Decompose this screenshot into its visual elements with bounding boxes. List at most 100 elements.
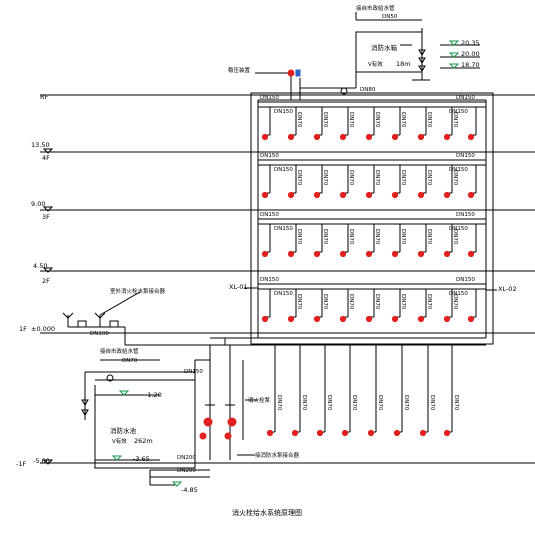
basement-hydrant bbox=[316, 429, 324, 437]
drop-pipe-label: DN70 bbox=[296, 112, 302, 128]
fire-hydrant bbox=[391, 315, 399, 323]
fire-hydrant bbox=[339, 250, 347, 258]
roof-level-2: 20.00 bbox=[461, 50, 480, 58]
main-pipe-label: DN150 bbox=[456, 212, 475, 218]
drop-pipe-label: DN70 bbox=[400, 170, 406, 186]
drop-pipe-label: DN70 bbox=[322, 294, 328, 310]
drop-pipe-label: DN70 bbox=[452, 112, 458, 128]
fire-pump-4 bbox=[224, 432, 232, 440]
drop-pipe-label: DN70 bbox=[348, 229, 354, 245]
fire-hydrant bbox=[467, 315, 475, 323]
drop-pipe-label: DN70 bbox=[348, 112, 354, 128]
pump-room-labels: 接自市政给水管 DN70 消防水池 V有效 262m -1.20 -3.65 D… bbox=[100, 347, 300, 494]
fire-hydrant bbox=[313, 133, 321, 141]
fire-hydrant bbox=[391, 250, 399, 258]
roof-outlet-pipe-label: DN80 bbox=[360, 87, 376, 93]
drop-pipe-label: DN70 bbox=[452, 294, 458, 310]
elevation-markers bbox=[42, 148, 54, 465]
fire-hydrant bbox=[287, 315, 295, 323]
pool-level-markers bbox=[111, 390, 130, 461]
riser-left-label: XL-01 bbox=[229, 283, 248, 291]
basement-hydrant bbox=[367, 429, 375, 437]
pool-bottom-level: -3.65 bbox=[133, 455, 150, 463]
main-pipe-label: DN150 bbox=[456, 95, 475, 101]
basement-drop-label: DN70 bbox=[453, 395, 459, 411]
elev-marker-2f bbox=[42, 267, 54, 273]
elev-marker-3f bbox=[42, 206, 54, 212]
level-4f-elev: 13.50 bbox=[31, 141, 50, 149]
basement-hydrant bbox=[291, 429, 299, 437]
level-2f-elev: 4.50 bbox=[33, 262, 47, 270]
pool-inlet-note: 接自市政给水管 bbox=[100, 347, 139, 355]
sub-pipe-label: DN150 bbox=[449, 167, 468, 173]
fire-hydrant bbox=[339, 191, 347, 199]
drop-pipe-label: DN70 bbox=[374, 229, 380, 245]
fire-pump-3 bbox=[199, 432, 207, 440]
pool-inlet-valves bbox=[81, 399, 89, 416]
fire-hydrant bbox=[391, 191, 399, 199]
roof-tank bbox=[355, 31, 423, 73]
drop-pipe-label: DN70 bbox=[426, 170, 432, 186]
fire-pump-2 bbox=[227, 417, 237, 427]
pump-pipe-label-1: DN200 bbox=[177, 455, 196, 461]
drop-pipe-label: DN70 bbox=[322, 229, 328, 245]
roof-tank-label: 消防水箱 bbox=[371, 43, 398, 52]
basement-drop-label: DN70 bbox=[403, 395, 409, 411]
level-3f-elev: 9.00 bbox=[31, 200, 45, 208]
level-rf-name: RF bbox=[40, 93, 49, 101]
basement-hydrant bbox=[341, 429, 349, 437]
drop-pipe-label: DN70 bbox=[348, 294, 354, 310]
adapter-label: 室外消火栓水泵接合器 bbox=[110, 287, 166, 295]
drop-pipe-label: DN70 bbox=[426, 229, 432, 245]
pump-up-pipe-label: DN150 bbox=[184, 369, 203, 375]
drop-pipe-label: DN70 bbox=[296, 170, 302, 186]
fire-hydrant bbox=[261, 250, 269, 258]
level-1f-elev: ±0.000 bbox=[31, 325, 55, 333]
basement-drop-label: DN70 bbox=[276, 395, 282, 411]
fire-pool-volume-value: 262m bbox=[134, 437, 153, 445]
drop-pipe-label: DN70 bbox=[426, 112, 432, 128]
basement-drop-label: DN70 bbox=[326, 395, 332, 411]
roof-tank-valves bbox=[418, 49, 426, 72]
sub-pipe-label: DN150 bbox=[449, 226, 468, 232]
pump-group-note: 接消防水泵接合器 bbox=[255, 451, 300, 459]
sub-pipe-label: DN150 bbox=[274, 109, 293, 115]
roof-level-markers bbox=[448, 40, 460, 69]
fire-hydrant bbox=[391, 133, 399, 141]
drop-pipe-label: DN70 bbox=[452, 170, 458, 186]
fire-hydrant bbox=[365, 191, 373, 199]
drain-level: -4.85 bbox=[181, 486, 198, 494]
fire-hydrant bbox=[313, 315, 321, 323]
drop-pipe-label: DN70 bbox=[452, 229, 458, 245]
main-pipe-label: DN150 bbox=[260, 212, 279, 218]
floor-branches bbox=[258, 101, 486, 437]
elev-marker-b1 bbox=[42, 459, 54, 465]
level-2f-name: 2F bbox=[42, 277, 50, 285]
basement-drop-label: DN70 bbox=[377, 395, 383, 411]
sub-pipe-label: DN150 bbox=[274, 167, 293, 173]
booster-label: 稳压装置 bbox=[228, 66, 251, 74]
drop-pipe-label: DN70 bbox=[400, 229, 406, 245]
roof-level-3: 18.70 bbox=[461, 61, 480, 69]
fire-hydrant bbox=[365, 250, 373, 258]
fire-hydrant bbox=[339, 133, 347, 141]
roof-tank-labels: 接自市政给水管 DN50 消防水箱 V有效 18m 20.35 20.00 18… bbox=[228, 4, 480, 93]
basement-drop-label: DN70 bbox=[351, 395, 357, 411]
level-4f-name: 4F bbox=[42, 154, 50, 162]
fire-hydrant bbox=[417, 250, 425, 258]
drop-pipe-label: DN70 bbox=[400, 112, 406, 128]
fire-hydrant bbox=[365, 315, 373, 323]
sub-pipe-label: DN150 bbox=[274, 226, 293, 232]
basement-hydrant bbox=[443, 429, 451, 437]
roof-tank-volume-prefix: V有效 bbox=[368, 60, 383, 68]
roof-check-valve bbox=[340, 87, 348, 95]
level-b1-elev: -5.60 bbox=[33, 457, 50, 465]
fire-hydrant bbox=[417, 191, 425, 199]
pump-pipe-label-2: DN200 bbox=[177, 468, 196, 474]
drop-pipe-label: DN70 bbox=[374, 112, 380, 128]
adapter-valve-1 bbox=[77, 320, 87, 328]
fire-hydrant bbox=[467, 133, 475, 141]
fire-hydrant bbox=[443, 133, 451, 141]
